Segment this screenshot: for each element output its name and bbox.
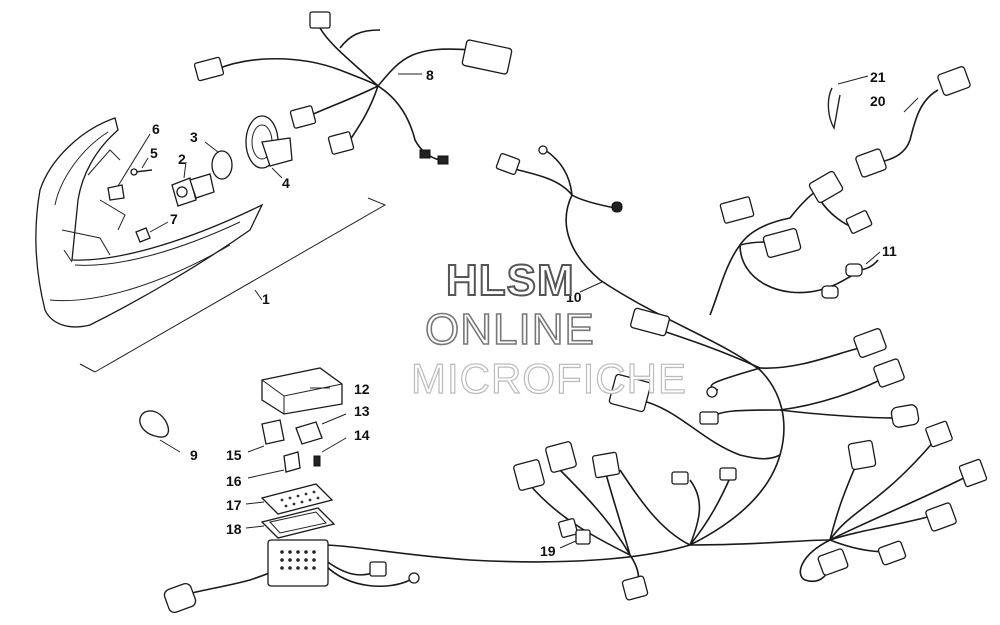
harness-relay (575, 529, 591, 545)
cable-tie (139, 410, 170, 438)
callout-4-leader (271, 167, 283, 179)
callout-11-leader (865, 251, 881, 265)
headlight-bulb (171, 173, 215, 207)
relay (261, 419, 285, 445)
callout-2-leader (183, 161, 187, 179)
callout-5: 5 (150, 145, 158, 161)
callout-4: 4 (282, 175, 290, 191)
rubber-boot (245, 115, 293, 169)
callout-6: 6 (152, 121, 160, 137)
fuse-box-seal (260, 507, 336, 539)
bulb-retainer (211, 150, 233, 180)
fuse (313, 455, 321, 467)
callout-14: 14 (354, 427, 370, 443)
callout-15-leader (247, 445, 265, 453)
callout-19-leader (559, 539, 579, 549)
callout-19: 19 (540, 543, 556, 559)
callout-1: 1 (262, 291, 270, 307)
callout-20-leader (903, 97, 919, 113)
watermark-line-2: ONLINE (424, 304, 595, 355)
fuse-box-cover (261, 367, 343, 415)
clip (107, 184, 125, 201)
fuse-panel (260, 483, 334, 515)
callout-2: 2 (178, 151, 186, 167)
accessory-harness (855, 66, 971, 178)
callout-18-leader (245, 525, 265, 529)
relay-small (295, 421, 323, 445)
headlight-assembly (35, 117, 264, 328)
callout-16: 16 (226, 473, 242, 489)
callout-9-leader (159, 439, 181, 453)
callout-20: 20 (870, 93, 886, 109)
headlight-harness (193, 11, 513, 165)
callout-10: 10 (566, 289, 582, 305)
socket (135, 227, 151, 243)
callout-12: 12 (354, 381, 370, 397)
main-harness (163, 145, 988, 614)
callout-1-bracket (94, 197, 387, 373)
callout-3: 3 (190, 129, 198, 145)
jumper-connector (821, 259, 879, 299)
callout-1-leader (254, 289, 263, 301)
callout-7-leader (149, 221, 169, 233)
callout-10-leader (579, 281, 603, 293)
callout-13: 13 (354, 403, 370, 419)
callout-7: 7 (170, 211, 178, 227)
mini-relay (283, 451, 301, 473)
watermark-line-3: MICROFICHE (410, 354, 687, 402)
callout-6-leader (117, 133, 151, 187)
callout-9: 9 (190, 447, 198, 463)
callout-14-leader (321, 437, 347, 453)
callout-3-leader (204, 141, 219, 153)
callout-15: 15 (226, 447, 242, 463)
callout-21-leader (837, 75, 869, 85)
callout-1-bracket-end (79, 363, 96, 373)
callout-11: 11 (882, 243, 897, 259)
callout-8: 8 (426, 67, 434, 83)
callout-18: 18 (226, 521, 242, 537)
wire-clip (827, 87, 841, 130)
screw (130, 168, 153, 176)
callout-5-leader (141, 157, 149, 169)
callout-16-leader (247, 469, 285, 479)
callout-17-leader (245, 501, 265, 505)
callout-13-leader (321, 413, 347, 425)
callout-17: 17 (226, 497, 242, 513)
callout-21: 21 (870, 69, 886, 85)
watermark-line-1: HLSM (445, 255, 575, 306)
